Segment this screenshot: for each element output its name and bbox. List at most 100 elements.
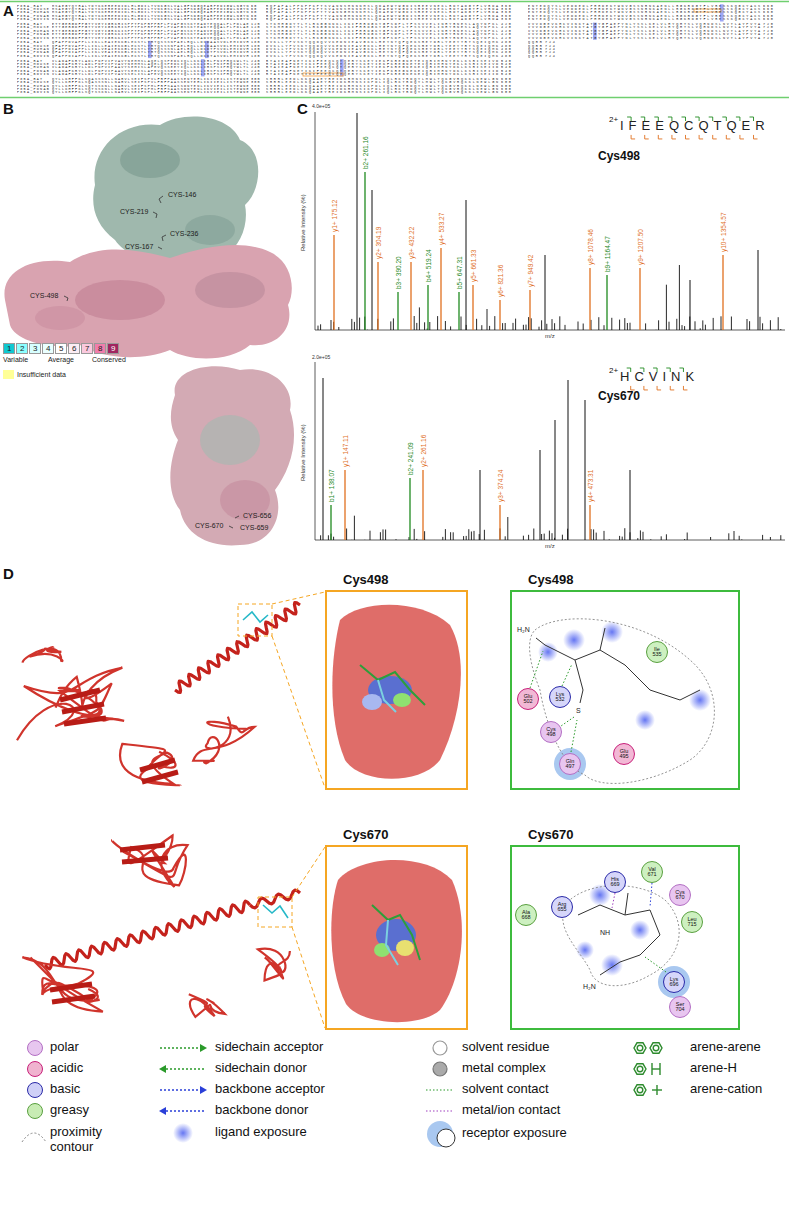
spectrum-peak [630,323,631,330]
spectrum-peak [528,317,529,330]
spectrum-peak [505,323,506,330]
spectrum-peak [523,325,524,330]
spectrum-peak [637,538,638,540]
spectrum-peak [526,325,527,330]
binding-pocket-surface [393,693,411,707]
ligand-skeleton [536,628,700,975]
panel-heading: Cys670 [528,827,574,842]
alignment-frame [0,97,789,99]
residue-circle: Cys 498 [540,721,562,743]
legend-sample [159,1065,166,1073]
spectrum-peak [466,200,467,330]
spectrum-peak [354,322,355,330]
spectrum-peak [505,536,506,540]
residue-label: Cys 498 [544,727,558,738]
atom-label: H₂N [583,983,596,991]
fragment-label: y3+ 374.24 [497,469,504,503]
spectrum-peak [591,320,592,330]
zoom-leader [258,897,292,927]
protein-surface [170,366,294,545]
scale-label: Average [48,356,74,364]
spectrum-peak [364,539,365,540]
spectrum-peak [739,536,740,540]
spectrum-peak [702,320,703,330]
spectrum-peak [589,505,590,540]
ligand-exposure-halo [635,710,655,730]
ligand-skeleton [600,628,605,650]
fragment-ladder [658,135,662,139]
legend-text: proximity contour [50,1125,112,1155]
spectrum-peak [357,113,358,330]
protein-coil [120,744,181,786]
spectrum-peak [624,528,625,540]
position-number: 724 [545,55,557,58]
spectrum-peak [440,248,441,330]
protein-surface [195,272,265,308]
legend-sample [634,1043,662,1095]
spectrum-peak [523,536,524,540]
spectrum-peak [528,535,529,540]
residue-tag: CYS-656 [243,512,271,520]
color-swatch [27,1082,43,1098]
legend-text: polar [50,1040,79,1055]
protein-surface [93,117,258,265]
ligand-stick [243,612,268,622]
spectrum-peak [585,400,586,540]
spectrum-peak [589,268,590,330]
spectrum-peak [499,505,500,540]
spectrum-peak [640,530,641,540]
fragment-ladder [683,386,687,390]
legend-number: 5 [59,345,63,353]
zoom-panel: Cys670 [325,845,468,1030]
spectrum-peak [450,532,451,540]
spectrum-peak [762,323,763,330]
zoom-leader [238,592,325,1028]
axis-title: Relative Intensity (%) [300,424,307,481]
spectrum-peak [545,255,546,330]
fragment-label: b3+ 390.20 [395,255,402,290]
spectrum-peak [507,517,508,540]
fragment-ladder [699,135,703,139]
cysteine-marker [159,196,163,203]
sequence-row: STKMHGDYTLTLRKGGNNKLIKIFHRDGKYGFSDPLTFSS… [266,37,500,40]
spectrum-peak [529,290,530,330]
spectrum-peak [541,320,542,330]
spectrum-peak [643,532,644,540]
panel-heading: Cys670 [343,827,389,842]
legend-sample [634,1085,646,1095]
protein-surface [200,415,260,465]
residue-circle: Ala 668 [515,904,537,926]
spectrum-peak [639,268,640,330]
residue-tag: CYS-498 [30,292,58,300]
position-number: 120 [251,33,261,36]
fragment-ladder [657,386,661,390]
ligand-exposure-halo [630,920,650,940]
proximity-contour [530,619,715,986]
fragment-label: y4+ 533.27 [438,212,445,246]
legend-text: arene-H [690,1061,737,1076]
cysteine-marker [235,516,239,518]
spectrum-peak [555,420,556,540]
residue-tag: CYS-219 [120,208,148,216]
spectrum-peak [416,539,417,540]
spectrum-peak [656,329,657,330]
protein-coil [112,836,188,888]
binding-pocket-surface [372,905,420,960]
sequence-row: DVKLLYPVSKYQQDQVVKEDNIEAVGKKLHEYNTQFQEKS… [266,55,500,58]
spectrum-peak [422,470,423,540]
protein-strand [64,718,106,724]
sequence-row: RTAIEAFNETIKIFEEQCQTQERYSKEYIEKFKREGNEKE… [266,73,500,76]
spectrum-peak [760,317,761,330]
panel-label: D [3,565,14,582]
panel-label: C [297,100,308,117]
sequence-row: ETTGERGDFPGTYVEYIGRKKISPPTPKPRPPRPLPVAPG… [52,33,250,36]
protein-coil [258,949,290,981]
spectrum-peak [480,470,481,540]
residue-label: Lys 696 [667,977,681,988]
legend-text: solvent residue [462,1040,549,1055]
ligand-exposure-halo [538,642,558,662]
spectrum-peak [445,529,446,540]
fragment-ladder [644,386,648,390]
position-number: 60 [251,18,258,21]
spectrum-peak [445,321,446,330]
